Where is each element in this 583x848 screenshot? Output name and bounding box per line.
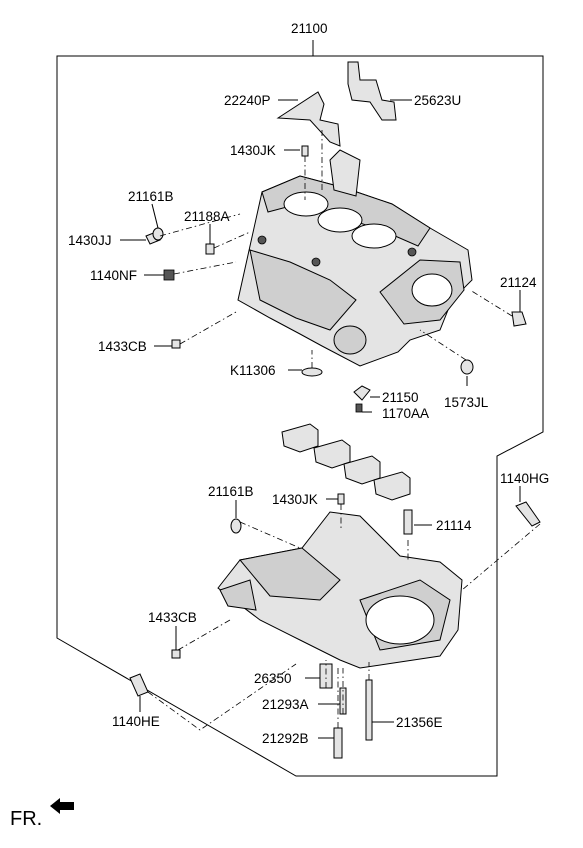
front-direction-label: FR. <box>10 808 43 830</box>
bolt-1140NF <box>163 269 175 281</box>
fitting-26350 <box>319 663 333 689</box>
stud-21356E <box>365 679 373 741</box>
label-1430JK-top: 1430JK <box>230 143 276 158</box>
label-1433CB-bottom: 1433CB <box>148 610 197 625</box>
label-1430JJ: 1430JJ <box>68 233 112 248</box>
pin-1433CB-top <box>171 339 181 349</box>
label-21292B: 21292B <box>262 731 309 746</box>
label-K11306: K11306 <box>230 363 276 378</box>
label-21188A: 21188A <box>184 209 230 224</box>
cover-plate-22240P <box>276 91 341 147</box>
bolt-1140HE <box>129 673 149 697</box>
label-21100: 21100 <box>291 21 328 36</box>
label-21356E: 21356E <box>396 715 443 730</box>
assembly-boundary <box>56 40 544 777</box>
pin-1433CB-bottom <box>171 649 181 659</box>
label-1140NF: 1140NF <box>90 268 137 283</box>
cylinder-block <box>237 149 473 367</box>
label-21161B-top: 21161B <box>128 189 174 204</box>
lower-small-parts <box>129 493 541 759</box>
assembly-centerlines <box>147 130 541 731</box>
sensor-21150 <box>353 385 371 401</box>
leader-lines <box>120 99 521 739</box>
cover-plate-25623U <box>347 61 397 121</box>
label-1170AA: 1170AA <box>382 406 429 421</box>
label-22240P: 22240P <box>224 93 271 108</box>
label-26350: 26350 <box>254 671 292 686</box>
label-21114: 21114 <box>436 518 472 533</box>
label-1573JL: 1573JL <box>444 395 489 410</box>
seal-21161B-top <box>152 227 164 241</box>
bolt-1140HG <box>515 501 541 527</box>
part-labels: 21100 22240P 25623U 1430JK 21161B 21188A… <box>68 21 549 746</box>
plug-21124 <box>511 311 527 327</box>
seal-1573JL <box>460 359 474 375</box>
plug-21188A <box>205 243 215 255</box>
label-21293A: 21293A <box>262 697 309 712</box>
label-21124: 21124 <box>500 275 537 290</box>
o-ring-K11306 <box>301 367 323 377</box>
dowel-pin-1430JK-top <box>301 145 309 157</box>
bolt-21292B <box>333 727 343 759</box>
seal-21161B-bottom <box>230 518 242 534</box>
label-1140HE: 1140HE <box>112 714 160 729</box>
front-direction-arrow-icon <box>50 798 74 814</box>
label-21150: 21150 <box>382 390 419 405</box>
label-1433CB-top: 1433CB <box>98 339 147 354</box>
main-bearing-caps <box>281 423 411 501</box>
bolt-1170AA <box>355 403 363 413</box>
bolt-21114 <box>403 509 413 535</box>
label-21161B-bottom: 21161B <box>208 484 254 499</box>
label-1140HG: 1140HG <box>500 471 549 486</box>
lower-crankcase <box>217 511 463 669</box>
dowel-pin-1430JK-bottom <box>337 493 345 505</box>
label-1430JK-bottom: 1430JK <box>272 492 318 507</box>
label-25623U: 25623U <box>414 93 461 108</box>
